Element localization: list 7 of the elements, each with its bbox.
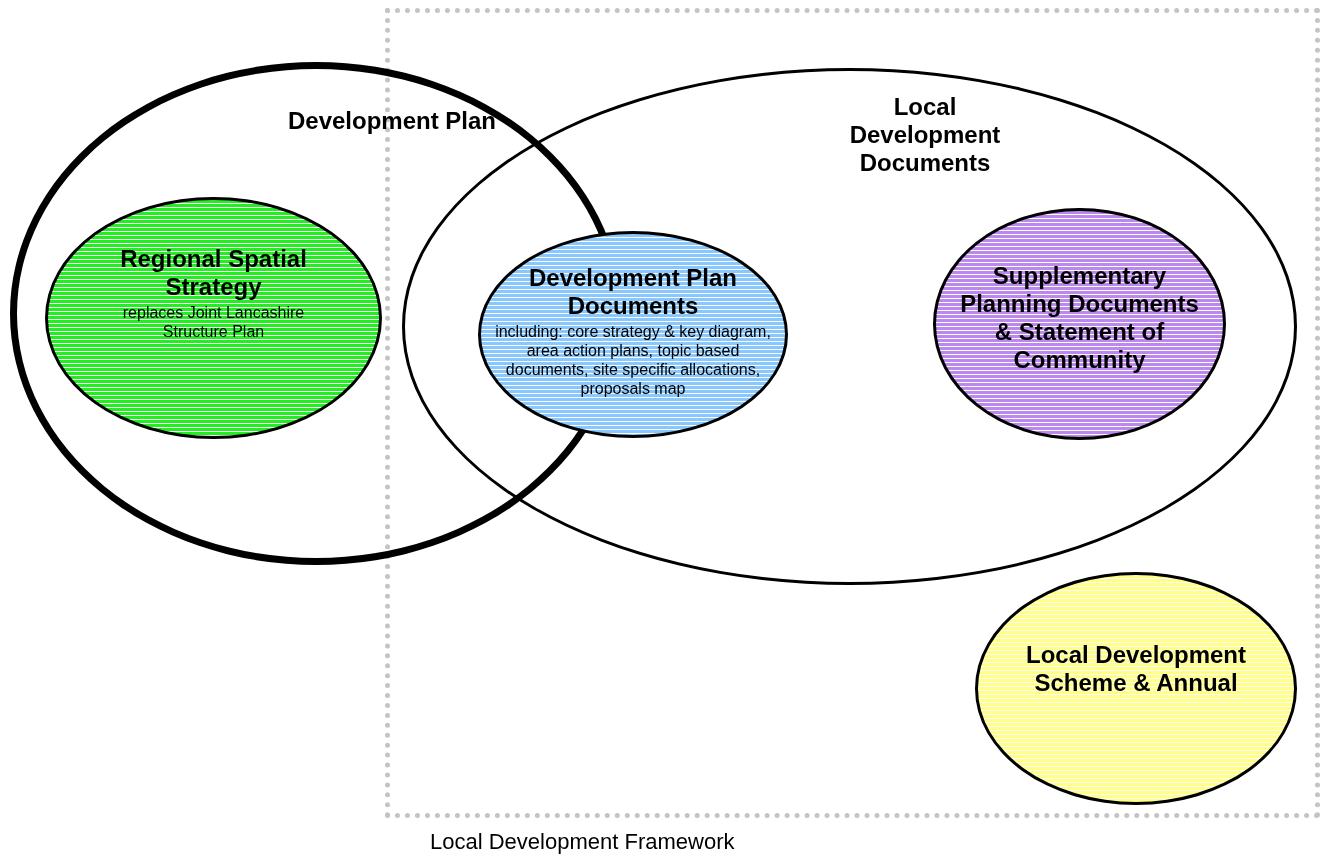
ellipse-label: Development Plan — [287, 107, 497, 135]
frame-label: Local Development Framework — [430, 829, 736, 855]
ellipse-label: Local Development Documents — [848, 93, 1002, 177]
ellipse-title: Supplementary Planning Documents & Statement of Community — [959, 262, 1200, 374]
ellipse-title: Development Plan Documents — [527, 263, 739, 320]
ellipse-description: including: core strategy & key diagram, area action plans, topic based documents, site specific allocations, proposals map — [494, 321, 772, 398]
ellipse-title: Local Development Scheme & Annual — [1024, 640, 1248, 697]
